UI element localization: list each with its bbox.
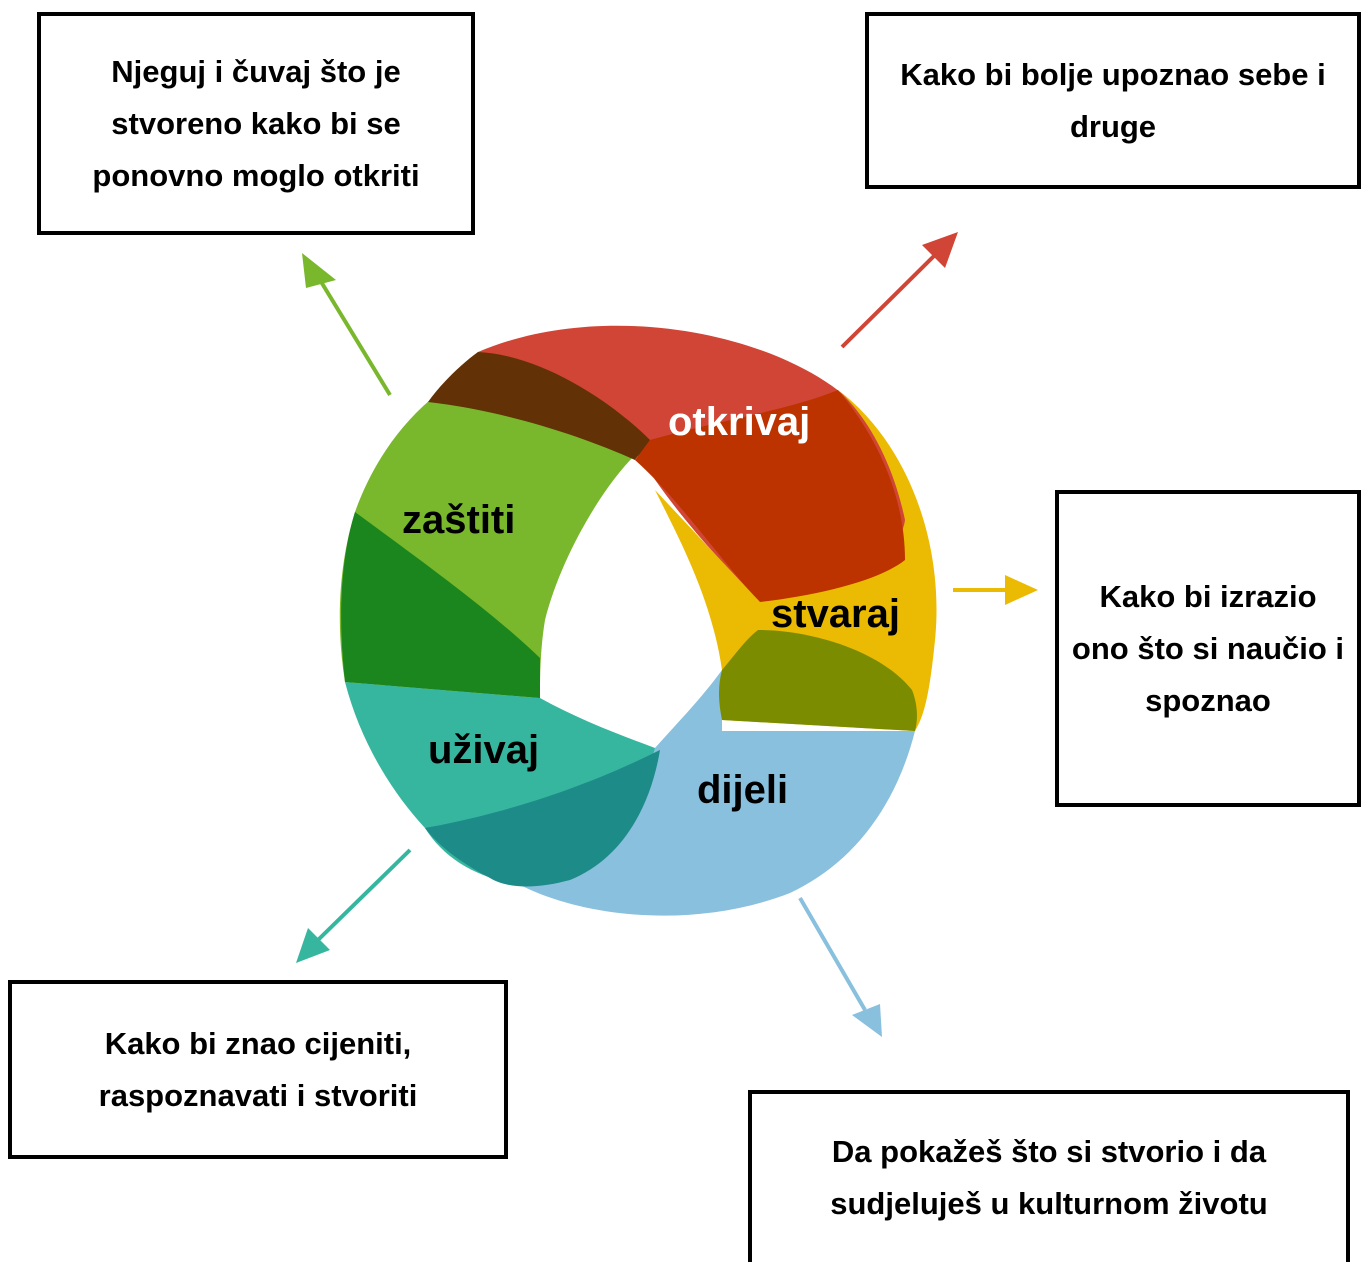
overlap-brown <box>428 352 650 460</box>
arrow-bottom-right <box>798 896 882 1037</box>
box-right: Kako bi izrazio ono što si naučio i spoz… <box>1055 490 1361 807</box>
label-stvaraj: stvaraj <box>771 592 900 636</box>
box-top-left: Njeguj i čuvaj što je stvoreno kako bi s… <box>37 12 475 235</box>
overlap-dark-red <box>635 390 905 602</box>
arrow-right <box>953 575 1038 605</box>
arrow-top-left <box>302 253 392 397</box>
overlap-olive <box>719 630 917 731</box>
box-bottom-right-text: Da pokažeš što si stvorio i da sudjeluje… <box>830 1134 1268 1221</box>
label-uzivaj: uživaj <box>428 728 539 772</box>
box-top-right-text: Kako bi bolje upoznao sebe i druge <box>900 56 1326 144</box>
label-zastiti: zaštiti <box>402 498 515 542</box>
segment-stvaraj <box>655 390 937 731</box>
box-bottom-left: Kako bi znao cijeniti, raspoznavati i st… <box>8 980 508 1159</box>
box-top-right: Kako bi bolje upoznao sebe i druge <box>865 12 1361 189</box>
box-bottom-left-text: Kako bi znao cijeniti, raspoznavati i st… <box>98 1025 418 1113</box>
label-otkrivaj: otkrivaj <box>668 400 810 444</box>
arrow-top-right <box>840 232 958 349</box>
overlap-dark-teal <box>425 750 660 887</box>
box-top-left-text: Njeguj i čuvaj što je stvoreno kako bi s… <box>92 53 420 193</box>
box-right-text: Kako bi izrazio ono što si naučio i spoz… <box>1071 578 1345 718</box>
arrow-bottom-left <box>296 848 412 963</box>
label-dijeli: dijeli <box>697 768 788 812</box>
overlap-dark-green <box>341 512 540 698</box>
box-bottom-right: Da pokažeš što si stvorio i da sudjeluje… <box>748 1090 1350 1262</box>
